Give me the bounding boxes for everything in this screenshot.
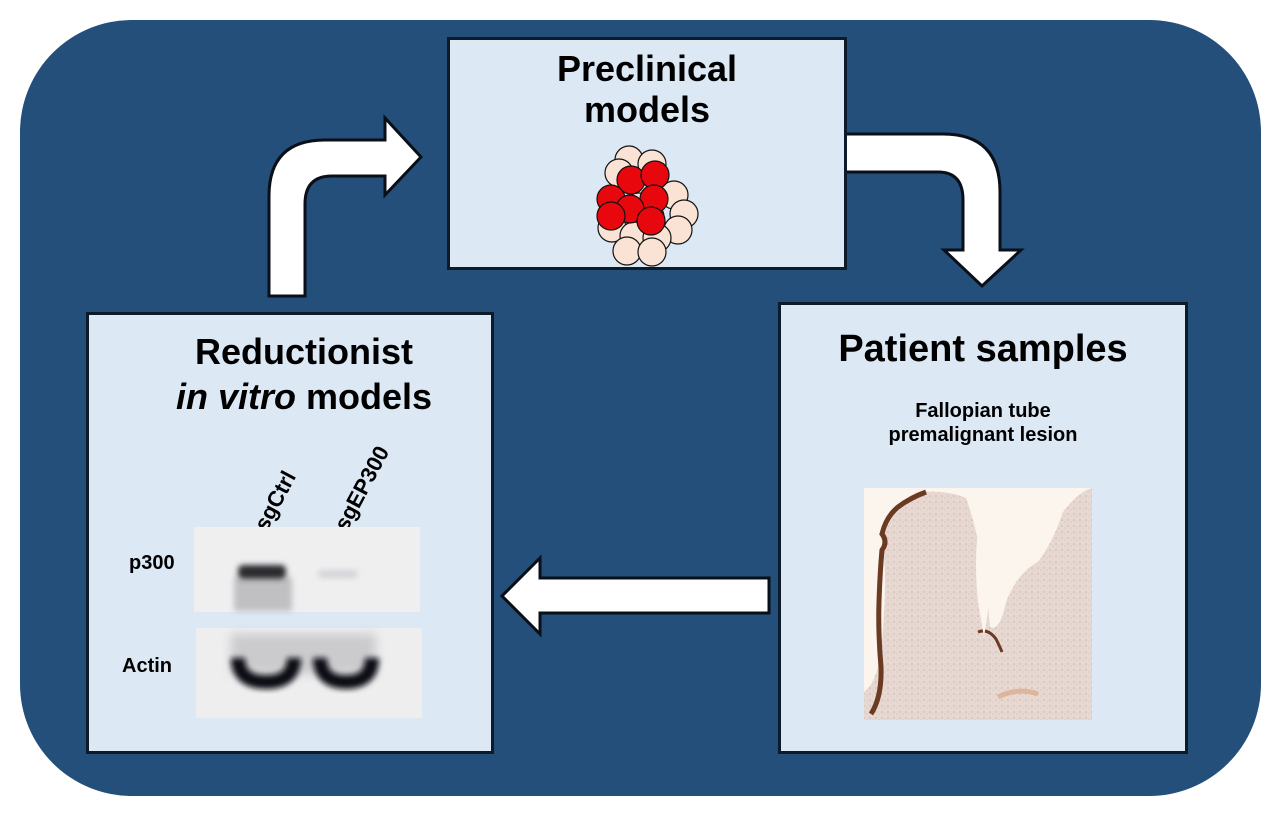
panel-reductionist-in-vitro-models: Reductionist in vitro models sgCtrl sgEP… (86, 312, 494, 754)
panel-subtitle: Fallopian tube premalignant lesion (781, 399, 1185, 447)
cell-highlighted (636, 206, 666, 236)
cell-highlighted (596, 201, 626, 231)
cell-cluster-illustration (596, 145, 699, 267)
panel-preclinical-models: Preclinical models (447, 37, 847, 270)
title-rest: models (295, 376, 433, 417)
title-line: Reductionist (194, 331, 413, 372)
stain-patch (996, 688, 1039, 700)
panel-title: Reductionist in vitro models (89, 329, 491, 419)
stained-epithelium (868, 489, 927, 716)
panel-title: Preclinical models (450, 48, 844, 130)
cell-normal (637, 237, 667, 267)
subtitle-line: premalignant lesion (888, 424, 1078, 446)
row-label-actin: Actin (122, 655, 172, 677)
title-line: models (583, 89, 711, 130)
band-actin-sgep300 (313, 657, 379, 690)
band-actin-sgctrl (231, 657, 301, 690)
band-p300-sgep300 (318, 570, 358, 578)
panel-patient-samples: Patient samples Fallopian tube premalign… (778, 302, 1188, 754)
band-p300-sgctrl (238, 565, 286, 579)
tissue-lumen (976, 488, 1028, 637)
arrow-left-icon (499, 554, 771, 638)
row-label-p300: p300 (129, 552, 175, 574)
title-line: in vitro models (117, 374, 491, 419)
cell-normal (612, 236, 642, 266)
title-italic: in vitro (175, 376, 296, 417)
tissue-main (864, 488, 1092, 720)
band-p300-sgctrl-smear (234, 577, 292, 611)
histology-section-micrograph (864, 488, 1092, 720)
subtitle-line: Fallopian tube (915, 400, 1051, 422)
band-actin-smear (231, 634, 376, 674)
bent-arrow-right-down-icon (840, 132, 1025, 289)
western-blot-image (194, 527, 422, 718)
bent-arrow-up-right-icon (267, 114, 424, 298)
blot-strip-p300 (194, 527, 420, 612)
panel-title: Patient samples (838, 328, 1128, 370)
title-line: Preclinical (556, 48, 738, 89)
